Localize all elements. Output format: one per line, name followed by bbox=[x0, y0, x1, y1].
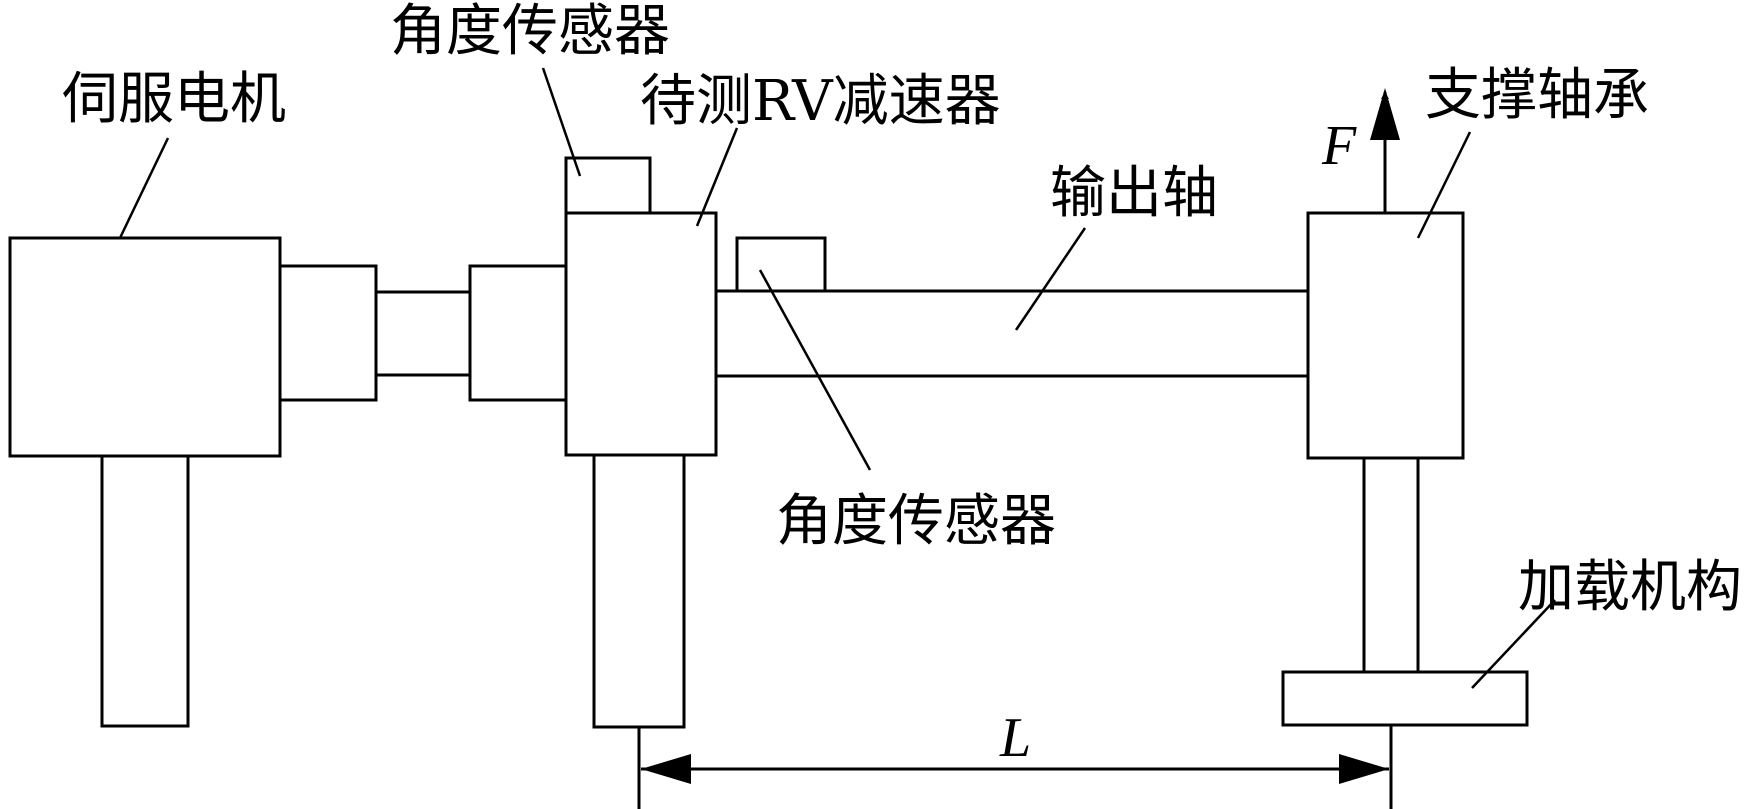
angle-sensor-bottom-box bbox=[735, 236, 827, 293]
label-support-bearing: 支撑轴承 bbox=[1425, 63, 1649, 128]
coupling-hub bbox=[468, 264, 568, 402]
loading-mechanism-plate bbox=[1281, 670, 1529, 727]
leader-servo-motor bbox=[118, 137, 170, 239]
force-arrowhead bbox=[1370, 88, 1400, 140]
leader-angle-sensor-top bbox=[541, 67, 582, 177]
servo-motor-body bbox=[8, 236, 282, 458]
label-output-shaft: 输出轴 bbox=[1050, 161, 1218, 226]
motor-flange bbox=[278, 264, 378, 402]
symbol-length: L bbox=[999, 707, 1031, 769]
label-angle-sensor-bottom: 角度传感器 bbox=[776, 489, 1056, 554]
angle-sensor-top-box bbox=[564, 156, 652, 215]
coupling-shaft bbox=[374, 290, 472, 377]
support-bearing-body bbox=[1306, 211, 1465, 460]
output-shaft-bar bbox=[714, 289, 1310, 378]
dim-arrow-right bbox=[1339, 754, 1389, 784]
symbol-force: F bbox=[1321, 115, 1357, 177]
leader-support-bearing bbox=[1416, 131, 1472, 239]
label-angle-sensor-top: 角度传感器 bbox=[390, 0, 670, 64]
label-loading-mechanism: 加载机构 bbox=[1518, 555, 1742, 620]
leader-angle-sensor-bottom bbox=[758, 269, 872, 471]
label-rv-reducer: 待测RV减速器 bbox=[640, 69, 1001, 134]
leader-rv-reducer bbox=[695, 127, 739, 227]
rv-reducer-stand bbox=[592, 453, 686, 729]
label-servo-motor: 伺服电机 bbox=[62, 67, 286, 132]
leader-output-shaft bbox=[1014, 227, 1087, 331]
rv-reducer-body bbox=[564, 211, 718, 457]
servo-motor-stand bbox=[100, 454, 190, 728]
leader-loading-mechanism bbox=[1471, 599, 1556, 689]
support-bearing-stand bbox=[1362, 456, 1420, 674]
dim-arrow-left bbox=[641, 754, 691, 784]
